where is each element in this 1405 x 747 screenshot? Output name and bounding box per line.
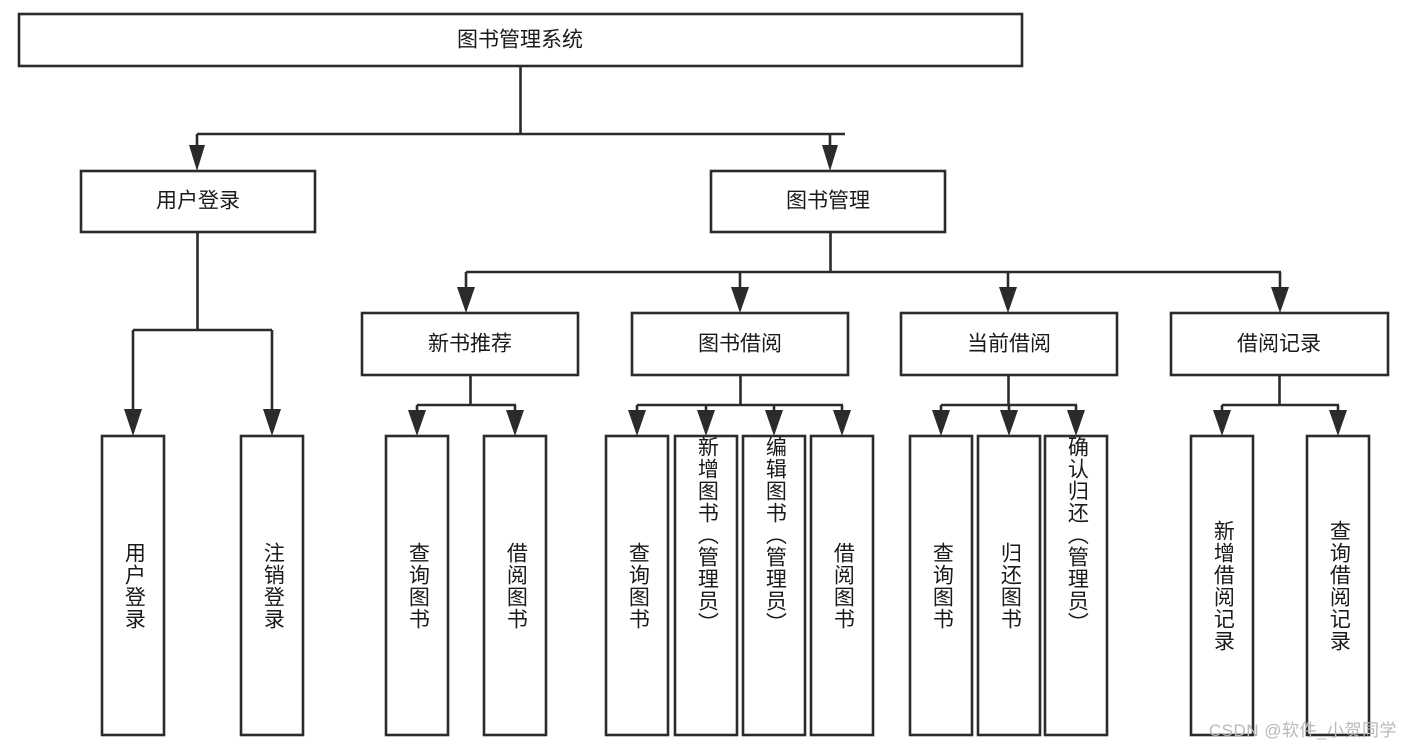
node-leaf-query-book-1-box[interactable] xyxy=(384,434,450,737)
node-current-borrow-label: 当前借阅 xyxy=(967,333,1051,356)
arrow-head-leaf-confirm-return xyxy=(1067,410,1085,436)
nodes-layer: 图书管理系统 用户登录 图书管理 新书推荐 图书借阅 当前 xyxy=(17,12,1390,737)
node-book-manage[interactable]: 图书管理 xyxy=(709,169,947,234)
node-leaf-edit-book-box[interactable] xyxy=(741,434,807,737)
node-book-manage-label: 图书管理 xyxy=(786,190,870,213)
node-user-login-label: 用户登录 xyxy=(156,190,240,213)
node-new-book-recommend-box[interactable] xyxy=(360,311,580,377)
arrow-head-user-login xyxy=(189,145,205,171)
node-book-manage-box[interactable] xyxy=(709,169,947,234)
arrow-head-leaf-query-book-3 xyxy=(932,410,950,436)
node-leaf-borrow-book-2-box[interactable] xyxy=(809,434,875,737)
node-leaf-add-book-box[interactable] xyxy=(673,434,739,737)
node-new-book-recommend-label: 新书推荐 xyxy=(428,333,512,356)
node-book-borrow-label: 图书借阅 xyxy=(698,333,782,356)
arrow-head-leaf-borrow-book-1 xyxy=(506,410,524,436)
node-leaf-return-book-box[interactable] xyxy=(976,434,1042,737)
node-borrow-record-box[interactable] xyxy=(1169,311,1390,377)
arrow-head-leaf-query-book-1 xyxy=(408,410,426,436)
node-root-label: 图书管理系统 xyxy=(457,29,583,52)
node-root-box[interactable] xyxy=(17,12,1024,68)
node-current-borrow[interactable]: 当前借阅 xyxy=(899,311,1119,377)
watermark-label: CSDN @软件_小贺同学 xyxy=(1208,721,1397,740)
node-borrow-record[interactable]: 借阅记录 xyxy=(1169,311,1390,377)
arrow-head-leaf-logout-login xyxy=(263,409,281,436)
node-leaf-query-book-2-box[interactable] xyxy=(604,434,670,737)
node-user-login[interactable]: 用户登录 xyxy=(79,169,317,234)
arrow-head-leaf-edit-book xyxy=(765,410,783,436)
arrow-head-leaf-add-book xyxy=(697,410,715,436)
node-leaf-add-record-box[interactable] xyxy=(1189,434,1255,737)
node-root[interactable]: 图书管理系统 xyxy=(17,12,1024,68)
node-borrow-record-label: 借阅记录 xyxy=(1237,333,1321,356)
arrow-head-leaf-borrow-book-2 xyxy=(833,410,851,436)
node-user-login-box[interactable] xyxy=(79,169,317,234)
node-leaf-logout-login-box[interactable] xyxy=(239,434,305,737)
node-leaf-confirm-return-box[interactable] xyxy=(1043,434,1109,737)
node-book-borrow[interactable]: 图书借阅 xyxy=(630,311,850,377)
arrow-head-leaf-query-book-2 xyxy=(628,410,646,436)
node-leaf-query-record-box[interactable] xyxy=(1305,434,1371,737)
arrow-head-new-book-recommend xyxy=(457,287,475,313)
arrow-head-leaf-add-record xyxy=(1213,410,1231,436)
arrow-head-current-borrow xyxy=(999,287,1017,313)
arrow-head-leaf-query-record xyxy=(1329,410,1347,436)
arrow-head-book-manage xyxy=(822,145,838,171)
node-leaf-query-book-3-box[interactable] xyxy=(908,434,974,737)
connectors-layer xyxy=(124,66,1347,436)
arrow-head-book-borrow xyxy=(731,287,749,313)
arrow-head-borrow-record xyxy=(1271,287,1289,313)
node-leaf-user-login-box[interactable] xyxy=(100,434,166,737)
node-leaf-borrow-book-1-box[interactable] xyxy=(482,434,548,737)
arrow-head-leaf-return-book xyxy=(1000,410,1018,436)
node-current-borrow-box[interactable] xyxy=(899,311,1119,377)
node-new-book-recommend[interactable]: 新书推荐 xyxy=(360,311,580,377)
node-book-borrow-box[interactable] xyxy=(630,311,850,377)
arrow-head-leaf-user-login xyxy=(124,409,142,436)
